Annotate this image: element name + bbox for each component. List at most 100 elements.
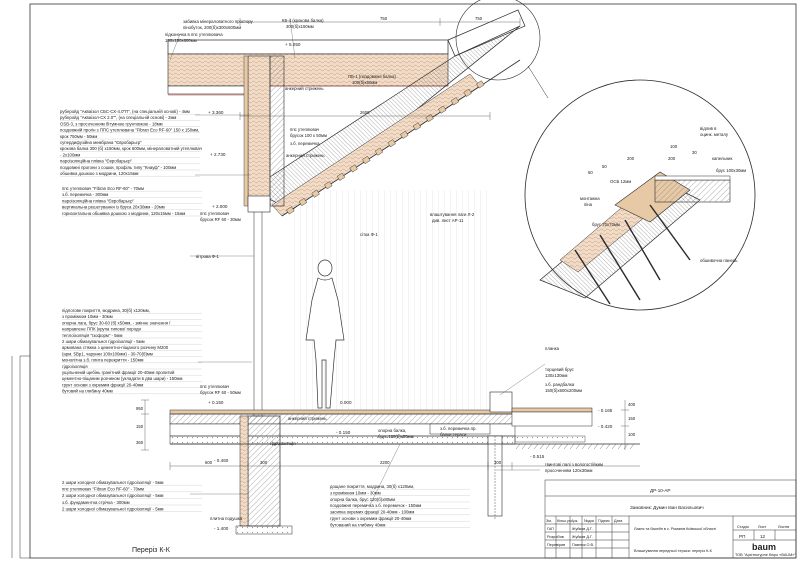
foundation-left-line: 2 шари холодної обмазувальної гідроізоля… [62,506,164,511]
rafter-block [324,181,333,190]
label-cap: капельник [712,156,732,161]
floor-layers-line: цементно-піщаним розчином (укладати в дв… [62,376,182,381]
signer-role-2: Розробив [547,535,564,539]
floor-layer-list: підлогове покриття, модрина, 30(б) х120м… [62,308,202,394]
label-rafter-fix-2: брусок RF 60 - 30мм [200,217,241,222]
roof-layers-line: руберойд "Акваізол-СХ 2.0"", (на спеціал… [60,115,176,120]
rafter-block [374,147,384,156]
dim-2200: 2200 [380,460,390,465]
label-floor-insul: ппс утеплювач [200,384,229,389]
terrace-deck [511,407,593,427]
object-name: Лазня та басейн в с. Романів Київської о… [634,527,716,531]
wall-layers-line: вертикальна решетування із бруса 20х30мм… [62,205,165,210]
dim-det-100: 100 [670,144,678,149]
label-joist-fix: з.б. перемичка пр. [440,426,477,431]
floor-layers-line: грунт основи з окремим фракції 20-40мм [62,382,143,387]
signer-name-1: Жуйков Д.Г. [572,527,593,531]
rafter-block [412,122,422,131]
company-name: ТОВ "Архітектурне бюро «BAUM»" [735,553,796,557]
wall-layers-line: горизонтальна обшивка дошкою з модрини, … [62,211,185,216]
floor-layers-line: ущільнений щебінь гранітний фракції 20-4… [62,370,175,375]
label-beam-pb-2: брусок 100 х 50мм [290,133,327,138]
floor-layers-line: теплоізоляція "Ізоформ" - 5мм [62,333,123,338]
rafter-block [400,130,409,139]
annotation-top-3: підконечка в ппс утеплювача [165,32,223,37]
level-p0150: + 0.150 [208,400,224,405]
label-ventilation: влаштування лаги Л-2 [430,212,475,217]
person-silhouette [305,259,345,409]
terrace-layer-list: дощане покриття, модрина, 30(б) х120мм, з… [330,484,470,528]
floor-layers-line: монолітна з.б. плита перекриття - 150мм [62,358,144,363]
floor-layers-line: армована стяжка з цементно-піщаного розч… [62,345,169,350]
wall-layers-line: з.б. перемичка - 300мм [62,192,108,197]
terrace-layers-line: засипка окремих фракції 20-40мм - 100мм [330,510,414,515]
detail-callout [455,0,756,311]
dim-det-60: 60 [588,170,593,175]
terrace-layers-line: опорна балка, брус 120(б)х80мм [330,497,395,502]
wall-layer-list: ппс утеплювач "Fibran Eco RF-60" - 70ммз… [62,186,202,217]
floor-layers-line: направлене ППК (крупа типової породи [62,327,141,332]
rafter-block [286,206,295,215]
dim-150: 150 [136,424,144,429]
label-piles: гвинтові палі з вологостійким [545,462,603,467]
label-rub-bar-2: 130х130мм [545,373,567,378]
label-slab: з.б. рандбалка [545,382,575,387]
leader-lines [169,17,546,506]
dim-950: 950 [136,406,144,411]
rafter-block [438,105,447,114]
hdr-kilk: Кільк.уч [557,519,571,523]
rafter-block [387,139,396,148]
terrace-layers-line: дощане покриття, модрина, 30(б) х120мм, [330,484,414,489]
dim-r100: 100 [628,432,636,437]
annotation-top-4: 150х150х600мм [165,38,197,43]
label-mounting: монтажна [580,196,600,201]
label-kb4-size: 300(б)х150мм [286,24,314,29]
floor-layers-line: 2 шари обмазувальної гідроізоляції - 5мм [62,339,145,344]
section-title: Переріз К-К [132,546,171,554]
foundation-left-line: 2 шари холодної обмазувальної гідроізоля… [62,493,164,498]
level-marks: + 3.360 + 2.730 + 2.000 0.000 - 0.150 - … [208,42,613,531]
hdr-zm: Зм. [546,519,552,523]
roof-layers-line: поздовжні прогони з сошки, профіль типу … [60,165,176,170]
detail-labels: відлив в оцинк. металу капельник брус 10… [580,126,746,263]
foundation-layer-list: 2 шари холодної обмазувальної гідроізоля… [62,480,202,512]
floor-layers-line: підлогове покриття, модрина, 30(б) х120м… [62,308,150,313]
annotations-top: забивка мінераловатного простору пінобут… [165,18,396,85]
label-beam-pb: ппс утеплювач [290,127,319,132]
label-pb1: ПБ-1 (поздовжня балка) [348,74,396,79]
label-soffit: обшивочна панель [700,258,738,263]
level-m1400: - 1.400 [214,526,229,531]
hdr-doc: №док [584,519,594,523]
dim-det-50: 50 [602,164,607,169]
rafter-block [349,164,358,173]
rafter-block [298,198,308,207]
level-m0150: - 0.150 [336,430,351,435]
terrace-layers-line: поздовжня перемичка з.б. перемичок - 150… [330,503,421,508]
signer-name-2: Жуйков Д.Г. [572,535,593,539]
hdr-sign: Підпис [598,519,610,523]
label-flashing-2: оцинк. металу [700,132,729,137]
label-kb4: КБ-4 (крокова балка) [282,18,324,23]
label-anchor-1: анкерний стрижень [285,86,324,91]
roof-layers-line: крокова балка 300 (б) х150мм, крок 600мм… [60,146,202,151]
annotation-top-2: пінобуток, 200(б)х300х600мм [183,25,241,30]
label-roller: планка [545,346,560,351]
wall-column [243,55,285,417]
label-detail-beam: брус 70х70мм [592,222,620,227]
label-ventilation-2: див. лист АР-11 [432,218,464,223]
dim-det-30: 30 [692,150,697,155]
level-m0165: - 0.165 [598,408,613,413]
level-3360: + 3.360 [208,110,224,115]
floor-layers-line: бутовий на глибину 40мм [62,389,113,394]
dim-top-750: 750 [380,16,388,21]
stage-header: Стадія [737,525,749,529]
label-joist-fix-2: балки тераси [440,432,467,437]
title-block [544,479,797,559]
doc-code: ДР-10-АР [650,488,670,493]
label-floor-insul-2: брусок RF 60 - 50мм [200,390,241,395]
label-batten: брус 100х30мм [716,168,746,173]
level-0000: 0.000 [340,400,352,405]
dim-r150: 150 [628,416,636,421]
label-piles-2: просоченням 120х30мм [545,468,592,473]
